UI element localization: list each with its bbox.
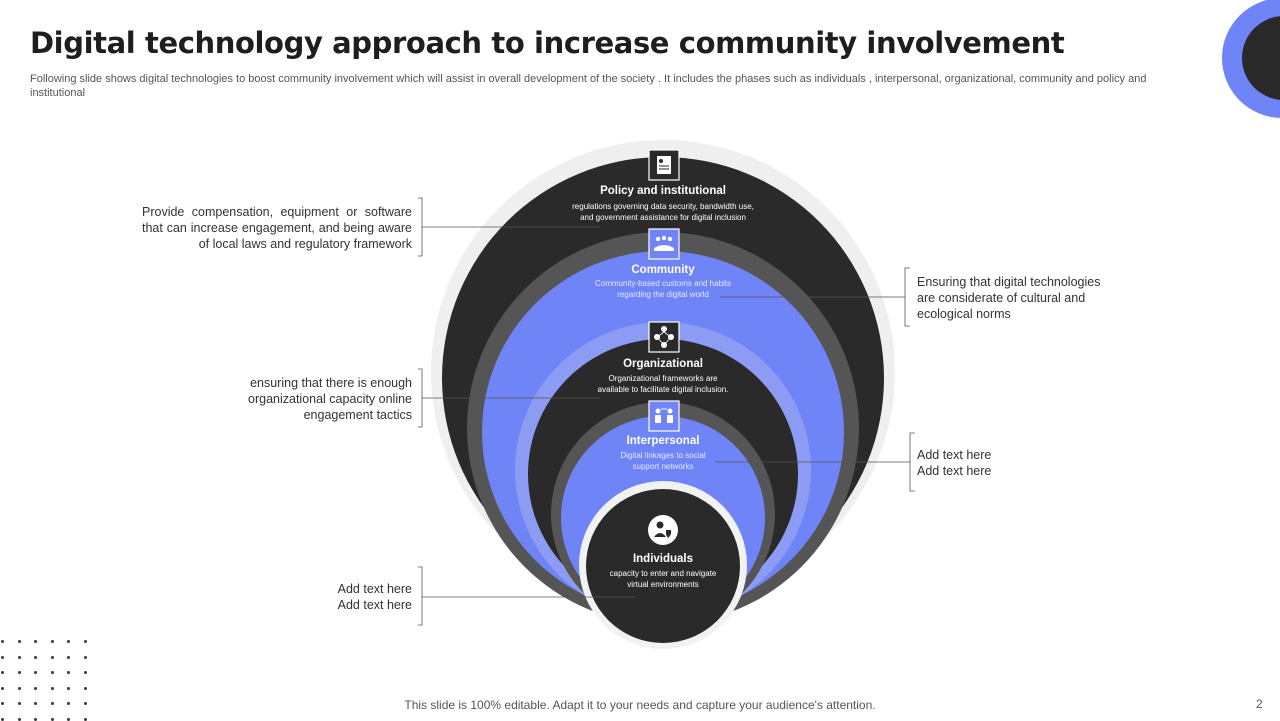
decor-dot bbox=[1, 686, 4, 690]
layer-title-policy: Policy and institutional bbox=[600, 185, 726, 197]
decor-dot bbox=[1, 640, 4, 643]
decor-dot bbox=[67, 640, 70, 643]
decor-dot bbox=[34, 671, 37, 674]
page-subtitle: Following slide shows digital technologi… bbox=[30, 73, 1147, 99]
note-policy: Provide compensation, equipment or softw… bbox=[142, 205, 412, 251]
decor-dot bbox=[34, 702, 37, 705]
note-interpersonal-2: Add text here bbox=[917, 464, 992, 478]
decor-dot bbox=[83, 686, 87, 690]
note-individuals-2: Add text here bbox=[337, 598, 412, 612]
connector-community bbox=[720, 267, 910, 327]
decor-dot bbox=[34, 655, 37, 659]
page-title: Digital technology approach to increase … bbox=[30, 26, 1065, 60]
layer-desc-organizational-2: available to facilitate digital inclusio… bbox=[598, 385, 729, 394]
layer-desc-organizational-1: Organizational frameworks are bbox=[609, 374, 718, 383]
decor-dot bbox=[50, 686, 54, 690]
decor-dot bbox=[83, 717, 87, 721]
decor-dot bbox=[17, 686, 21, 690]
layer-title-organizational: Organizational bbox=[623, 358, 703, 370]
layer-desc-policy-1: regulations governing data security, ban… bbox=[572, 202, 754, 211]
decor-dot bbox=[34, 717, 37, 721]
layer-desc-policy-2: and government assistance for digital in… bbox=[580, 213, 746, 222]
decor-dot bbox=[67, 717, 70, 721]
decor-dot bbox=[50, 640, 54, 643]
decor-dot bbox=[17, 702, 21, 705]
decor-dot bbox=[1, 702, 4, 705]
decor-dot bbox=[67, 702, 70, 705]
connector-individuals bbox=[418, 566, 635, 626]
layer-desc-individuals-2: virtual environments bbox=[627, 580, 699, 589]
decor-dot bbox=[67, 686, 70, 690]
decor-dot bbox=[17, 655, 21, 659]
document-icon bbox=[648, 149, 680, 181]
decor-dot bbox=[34, 686, 37, 690]
decor-dot bbox=[17, 671, 21, 674]
decor-dot bbox=[50, 702, 54, 705]
decor-dot bbox=[83, 640, 87, 643]
note-organizational: ensuring that there is enough organizati… bbox=[248, 376, 412, 422]
layer-desc-individuals-1: capacity to enter and navigate bbox=[610, 569, 717, 578]
connector-policy bbox=[418, 197, 600, 257]
decor-dot bbox=[50, 717, 54, 721]
people-exchange-icon bbox=[648, 400, 680, 432]
decor-dot bbox=[17, 717, 21, 721]
note-individuals-1: Add text here bbox=[337, 582, 412, 596]
layer-title-individuals: Individuals bbox=[633, 553, 693, 565]
person-shield-icon bbox=[648, 515, 678, 545]
decor-dot bbox=[50, 671, 54, 674]
decor-dot bbox=[1, 671, 4, 674]
decor-dot bbox=[17, 640, 21, 643]
decor-dot bbox=[34, 640, 37, 643]
individuals-circle bbox=[586, 489, 740, 643]
decor-dot bbox=[67, 655, 70, 659]
layer-desc-interpersonal-1: Digital linkages to social bbox=[620, 451, 706, 460]
note-community: Ensuring that digital technologies are c… bbox=[917, 275, 1101, 321]
note-interpersonal-1: Add text here bbox=[917, 448, 992, 462]
layer-title-interpersonal: Interpersonal bbox=[627, 435, 700, 447]
decor-dot bbox=[83, 671, 87, 674]
decor-dot bbox=[83, 702, 87, 705]
decor-dot bbox=[83, 655, 87, 659]
layer-desc-community-1: Community-based customs and habits bbox=[595, 279, 731, 288]
footer-note: This slide is 100% editable. Adapt it to… bbox=[404, 698, 876, 712]
decor-dot bbox=[1, 655, 4, 659]
decor-dot bbox=[1, 717, 4, 721]
decor-dot bbox=[67, 671, 70, 674]
decor-dot bbox=[50, 655, 54, 659]
layer-title-community: Community bbox=[631, 264, 695, 276]
connector-interpersonal bbox=[715, 432, 915, 492]
org-network-icon bbox=[648, 321, 680, 353]
connector-organizational bbox=[418, 368, 600, 428]
layer-desc-interpersonal-2: support networks bbox=[633, 462, 694, 471]
community-hands-icon bbox=[648, 228, 680, 260]
page-number: 2 bbox=[1256, 697, 1263, 711]
layer-desc-community-2: regarding the digital world bbox=[617, 290, 709, 299]
